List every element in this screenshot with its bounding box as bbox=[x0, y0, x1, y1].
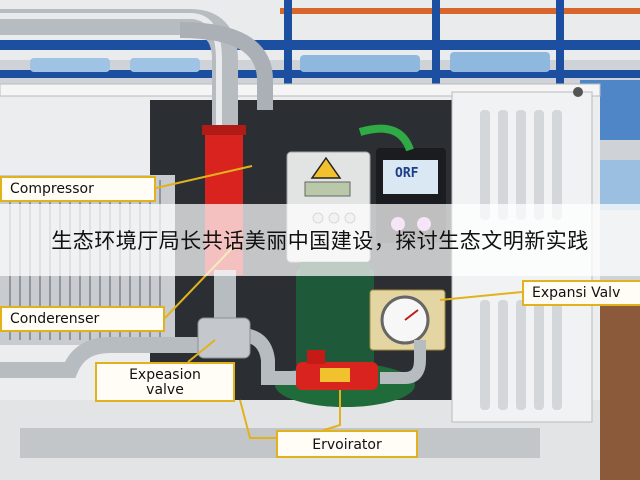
caption-text: 生态环境厅局长共话美丽中国建设，探讨生态文明新实践 bbox=[51, 229, 589, 253]
louver-slots bbox=[480, 110, 562, 410]
leader-line-expansion-left bbox=[187, 339, 216, 363]
shelf-beam-mid bbox=[0, 70, 640, 78]
evaporator-valve-tag bbox=[320, 368, 350, 382]
storage-box bbox=[450, 52, 550, 72]
compressor-body bbox=[296, 268, 374, 368]
label-expansion-valve-right: Expansi Valv bbox=[522, 280, 640, 306]
panel-screw bbox=[573, 87, 583, 97]
unit-top-rail bbox=[0, 83, 601, 97]
shelf-beam-top bbox=[0, 40, 640, 50]
vertical-pipe-lower bbox=[214, 270, 236, 330]
shelf-post bbox=[284, 0, 292, 90]
storage-box bbox=[300, 55, 420, 72]
secondary-pipe bbox=[179, 22, 273, 110]
shelf-beam-orange bbox=[280, 8, 640, 14]
red-pipe-band bbox=[202, 125, 246, 135]
leader-line-expansion-right bbox=[439, 291, 523, 301]
storage-box bbox=[130, 58, 200, 72]
label-expansion-valve-left: Expeasion valve bbox=[95, 362, 235, 402]
lower-pipe-right bbox=[380, 340, 426, 384]
label-evaporator: Ervoirator bbox=[276, 430, 418, 458]
shelf-post bbox=[556, 0, 564, 90]
shelf-post bbox=[432, 0, 440, 90]
warning-icon bbox=[310, 156, 342, 179]
control-display bbox=[304, 181, 351, 197]
controller-screen-text: ORF bbox=[395, 166, 419, 181]
storage-box bbox=[30, 58, 110, 72]
valve-body bbox=[197, 317, 251, 359]
label-expansion-valve-line2: valve bbox=[146, 382, 184, 398]
lower-pipe-left bbox=[0, 337, 200, 378]
label-expansion-valve-line1: Expeasion bbox=[129, 367, 201, 383]
label-condenser: Conderenser bbox=[0, 306, 165, 332]
caption-banner: 生态环境厅局长共话美丽中国建设，探讨生态文明新实践 bbox=[0, 204, 640, 276]
evaporator-valve-handle bbox=[307, 350, 325, 364]
label-compressor: Compressor bbox=[0, 176, 156, 202]
green-cable bbox=[358, 124, 414, 152]
gauge-needle bbox=[404, 309, 419, 321]
leader-line-compressor bbox=[155, 165, 253, 189]
controller-screen bbox=[383, 160, 438, 194]
